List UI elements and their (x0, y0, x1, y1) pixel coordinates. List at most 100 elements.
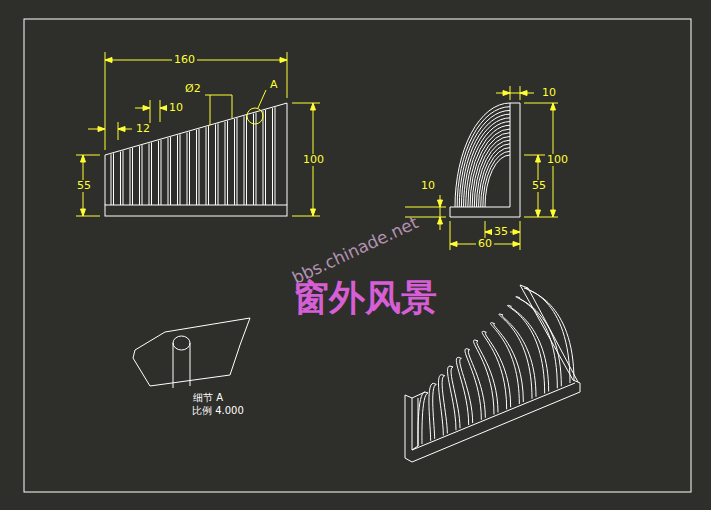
arrowhead (118, 127, 125, 132)
wire-arc (476, 140, 510, 207)
wire-bar (256, 113, 257, 205)
leader-line (232, 95, 233, 118)
dimension: 100 (301, 154, 326, 166)
front-dimensions (76, 52, 320, 216)
dimension: 10 (540, 87, 558, 99)
extension-line (160, 100, 161, 122)
wire-arc (459, 110, 510, 207)
wire-bar (199, 129, 200, 205)
wire-arc (466, 122, 510, 207)
wire-bar (225, 122, 226, 205)
detail-outline (133, 318, 250, 386)
wire-bar (111, 154, 112, 205)
dimension: 55 (530, 180, 548, 192)
wire-bar (206, 127, 207, 205)
watermark: 窗外风景 (293, 278, 437, 318)
wire-bar (263, 111, 264, 205)
extension-line (292, 103, 320, 104)
wire-bar (187, 133, 188, 205)
extension-line (287, 52, 288, 98)
wire-bar (215, 124, 216, 205)
wire-bar (180, 134, 181, 205)
dimension: 160 (172, 54, 197, 66)
sheet-border (24, 19, 691, 492)
watermark: bbs.chinade.net (289, 213, 421, 288)
extension-line (210, 95, 211, 125)
wire-arc (461, 114, 510, 207)
arrowhead (551, 103, 556, 110)
wire-bar (120, 152, 121, 205)
l-bracket (450, 103, 520, 217)
detail-label: 细节 A (193, 392, 223, 403)
extension-line (76, 216, 100, 217)
wire-arch (448, 366, 460, 430)
detail-view (133, 318, 250, 388)
arrowhead (485, 230, 492, 235)
dimension: Ø2 (183, 83, 203, 95)
arrowhead (438, 217, 443, 224)
arrowhead (311, 103, 316, 110)
wire-bar (227, 121, 228, 205)
wire-bar (272, 108, 273, 205)
leader-line (205, 95, 232, 96)
arrowhead (536, 155, 541, 162)
wire-bar (237, 118, 238, 205)
wire-arc (481, 148, 510, 207)
wire-bar (168, 138, 169, 205)
wire-arch (482, 331, 511, 409)
wire-arc (455, 103, 510, 207)
wire-arch (474, 340, 498, 415)
wire-bar (208, 126, 209, 205)
wire-arch (429, 383, 436, 440)
arrowhead (143, 106, 150, 111)
detail-circle (247, 108, 263, 124)
dimension: 60 (476, 238, 494, 250)
wire-arch (456, 357, 472, 425)
extension-line (292, 216, 320, 217)
wire-bar (244, 116, 245, 205)
wire-bar (246, 115, 247, 205)
wire-arc (472, 133, 510, 207)
wire-arch (490, 323, 523, 404)
detail-callout: A (268, 79, 280, 91)
wire-bar (275, 107, 276, 205)
arrowhead (160, 106, 167, 111)
leader-line (258, 90, 266, 108)
wire-end (173, 336, 190, 350)
wire-bar (149, 143, 150, 205)
wire-arc (479, 144, 510, 207)
wire-arc (474, 136, 510, 207)
arrowhead (450, 242, 457, 247)
wire-bar (113, 153, 114, 205)
dimension: 35 (492, 226, 510, 238)
wire-arch (438, 375, 447, 436)
extension-line (105, 52, 106, 150)
wire-arc (485, 155, 510, 207)
dimension: 100 (545, 154, 570, 166)
extension-line (76, 155, 100, 156)
dimension: 10 (419, 180, 437, 192)
arrowhead (513, 242, 520, 247)
dimension: 55 (75, 180, 93, 192)
wire-bar (130, 149, 131, 205)
wire-bar (234, 119, 235, 205)
arrowhead (81, 209, 86, 216)
wire-bar (253, 114, 254, 205)
arrowhead (520, 91, 527, 96)
wire-arc (468, 125, 510, 207)
extension-line (450, 221, 451, 250)
wire-bar (161, 140, 162, 205)
extension-line (150, 100, 151, 125)
arrowhead (105, 58, 112, 63)
extension-line (118, 122, 119, 140)
wire-arc (483, 151, 510, 207)
arrowhead (536, 210, 541, 217)
arrowhead (551, 210, 556, 217)
arrowhead (98, 127, 105, 132)
base-plate (105, 205, 287, 216)
dimension: 10 (167, 102, 185, 114)
front-view (105, 103, 287, 216)
wire-arch (524, 288, 574, 383)
wire-bar (139, 146, 140, 205)
scale-label: 比例 4.000 (192, 405, 244, 416)
